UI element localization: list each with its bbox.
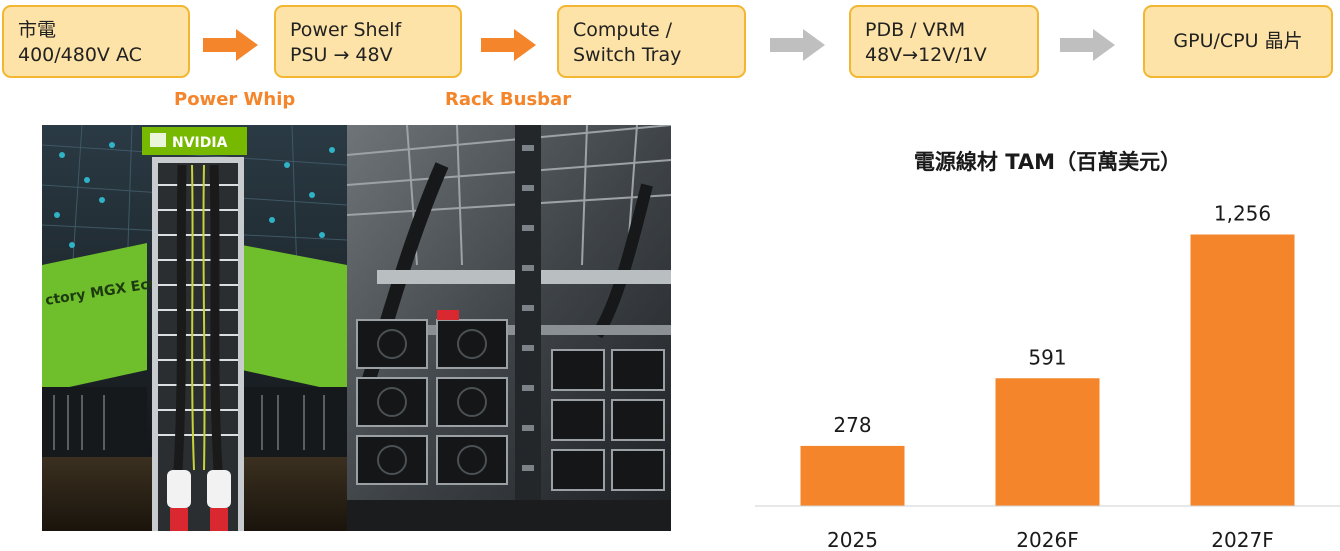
rack-photo-illustration: ctory MGX Ecosyst NVIDIA: [42, 125, 347, 531]
bar-2026F: [995, 378, 1100, 506]
flow-step-utility-line2: 400/480V AC: [18, 44, 142, 66]
arrow-right-icon: [203, 29, 258, 61]
bar-2025: [800, 445, 905, 506]
tick-label-2026F: 2026F: [1016, 528, 1078, 551]
tam-bar-chart: 278 2025 591 2026F 1,256 2027F: [755, 202, 1340, 551]
flow-step-pdb-vrm-line2: 48V→12V/1V: [865, 44, 987, 66]
data-label-2025: 278: [833, 413, 871, 437]
flow-step-pdb-vrm: PDB / VRM 48V→12V/1V: [849, 5, 1039, 78]
arrow-right-icon: [481, 29, 536, 61]
arrow-right-icon: [1060, 29, 1115, 61]
chart-title: 電源線材 TAM（百萬美元）: [913, 150, 1182, 174]
flow-step-power-shelf-line1: Power Shelf: [290, 19, 402, 41]
flow-step-compute-tray-line2: Switch Tray: [573, 44, 682, 66]
flow-step-utility-line1: 市電: [18, 19, 57, 41]
flow-step-compute-tray-line1: Compute /: [573, 19, 673, 41]
arrow-right-icon: [770, 29, 825, 61]
connector-label-rack-busbar: Rack Busbar: [445, 89, 572, 110]
bar-2027F: [1190, 234, 1295, 506]
flow-step-power-shelf-line2: PSU → 48V: [290, 44, 393, 66]
flow-step-power-shelf: Power Shelf PSU → 48V: [274, 5, 462, 78]
data-label-2026F: 591: [1028, 345, 1066, 369]
photo-rack-busbar: [347, 125, 671, 531]
flow-step-chip: GPU/CPU 晶片: [1143, 5, 1333, 78]
flow-step-compute-tray: Compute / Switch Tray: [557, 5, 746, 78]
tick-label-2027F: 2027F: [1211, 528, 1273, 551]
busbar-photo-illustration: [347, 125, 671, 531]
nvidia-banner-text: NVIDIA: [172, 135, 228, 151]
connector-label-power-whip: Power Whip: [174, 89, 296, 110]
flow-step-utility: 市電 400/480V AC: [2, 5, 190, 78]
tick-label-2025: 2025: [827, 528, 878, 551]
photo-rack-power-whip: ctory MGX Ecosyst NVIDIA: [42, 125, 347, 531]
flow-step-pdb-vrm-line1: PDB / VRM: [865, 19, 966, 41]
flow-step-chip-label: GPU/CPU 晶片: [1173, 30, 1303, 52]
data-label-2027F: 1,256: [1214, 202, 1271, 226]
